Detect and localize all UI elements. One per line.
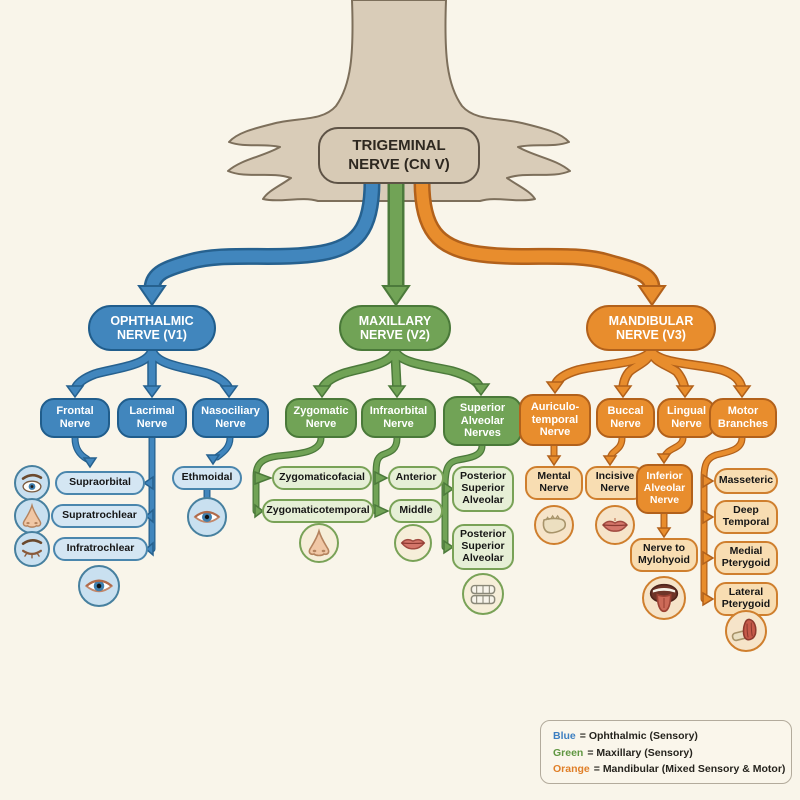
legend-term-blue: Blue [553,730,576,742]
legend-item-ophthalmic: Blue= Ophthalmic (Sensory) [553,728,783,745]
legend-desc: = Mandibular (Mixed Sensory & Motor) [593,763,786,775]
node-deep-temporal: Deep Temporal [714,500,778,534]
legend-item-mandibular: Orange= Mandibular (Mixed Sensory & Moto… [553,761,786,778]
node-infratrochlear: Infratrochlear [53,537,148,561]
node-zygomaticotemporal: Zygomaticotemporal [262,499,374,523]
closed-eye-icon [14,531,50,567]
fan-maxillary [312,345,491,399]
node-posterior-superior-alveolar-2: Posterior Superior Alveolar [452,524,514,570]
node-ophthalmic-nerve: OPHTHALMIC NERVE (V1) [88,305,216,351]
connectors-ophthalmic-terminal [71,434,234,557]
connectors-mandibular-terminal [546,434,746,607]
node-mandibular-nerve: MANDIBULAR NERVE (V3) [586,305,716,351]
legend-term-green: Green [553,746,584,759]
node-lingual-nerve: Lingual Nerve [657,398,716,438]
eye-icon [78,565,120,607]
legend-term-orange: Orange [553,763,590,775]
connectors-maxillary-terminal [252,434,486,555]
lips-icon [595,505,635,545]
node-lacrimal-nerve: Lacrimal Nerve [117,398,187,438]
fan-mandibular [545,345,752,399]
node-supraorbital: Supraorbital [55,471,145,495]
legend-box: Blue= Ophthalmic (Sensory) Green= Maxill… [540,720,792,784]
nerve-root-trunk [227,0,571,202]
node-frontal-nerve: Frontal Nerve [40,398,110,438]
legend-desc: = Maxillary (Sensory) [587,746,693,759]
node-supratrochlear: Supratrochlear [51,504,148,528]
arrow-trigeminal-to-mandibular [413,173,667,307]
legend-desc: = Ophthalmic (Sensory) [579,730,698,742]
node-middle: Middle [389,499,443,523]
nose-icon [14,498,50,534]
node-motor-branches: Motor Branches [709,398,777,438]
node-trigeminal-nerve: TRIGEMINAL NERVE (CN V) [318,127,480,184]
node-superior-alveolar-nerves: Superior Alveolar Nerves [443,396,522,446]
nose-icon [299,523,339,563]
node-ethmoidal: Ethmoidal [172,466,242,490]
muscle-icon [725,610,767,652]
node-auriculotemporal-nerve: Auriculo-temporal Nerve [519,394,591,446]
node-zygomatic-nerve: Zygomatic Nerve [285,398,357,438]
node-incisive-nerve: Incisive Nerve [585,466,645,500]
arrow-trigeminal-to-ophthalmic [137,173,381,307]
node-posterior-superior-alveolar-1: Posterior Superior Alveolar [452,466,514,512]
lips-icon [394,524,432,562]
node-mental-nerve: Mental Nerve [525,466,583,500]
node-anterior: Anterior [388,466,444,490]
jaw-icon [534,505,574,545]
tongue-icon [642,576,686,620]
arrow-trigeminal-to-maxillary [381,173,411,307]
node-maxillary-nerve: MAXILLARY NERVE (V2) [339,305,451,351]
eye-icon [187,497,227,537]
node-inferior-alveolar-nerve: Inferior Alveolar Nerve [636,464,693,514]
fan-ophthalmic [65,345,239,399]
eyebrow-eye-icon [14,465,50,501]
node-medial-pterygoid: Medial Pterygoid [714,541,778,575]
node-zygomaticofacial: Zygomaticofacial [272,466,372,490]
node-infraorbital-nerve: Infraorbital Nerve [361,398,436,438]
legend-item-maxillary: Green= Maxillary (Sensory) [553,745,783,762]
node-nasociliary-nerve: Nasociliary Nerve [192,398,269,438]
node-nerve-to-mylohyoid: Nerve to Mylohyoid [630,538,698,572]
node-masseteric: Masseteric [714,468,778,494]
teeth-icon [462,573,504,615]
node-buccal-nerve: Buccal Nerve [596,398,655,438]
